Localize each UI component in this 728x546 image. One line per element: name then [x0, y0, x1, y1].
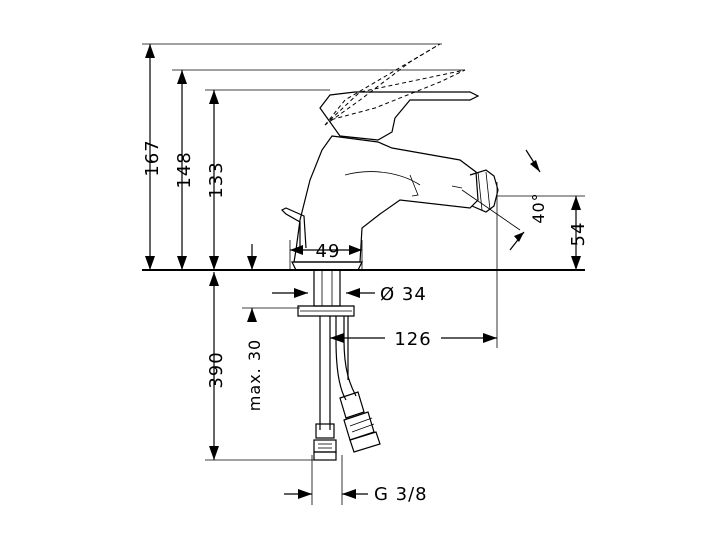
dim-126: 126: [330, 182, 498, 350]
dim-max30: max. 30: [242, 244, 300, 411]
dim-g38-label: G 3/8: [374, 484, 428, 505]
dim-148: 148: [174, 70, 195, 270]
dim-126-label: 126: [394, 329, 431, 350]
dim-49-label: 49: [316, 241, 341, 262]
dim-dia34-label: Ø 34: [380, 284, 427, 305]
dim-390: 390: [205, 272, 330, 461]
dim-390-label: 390: [206, 351, 227, 388]
supply-hoses: [297, 269, 381, 461]
dim-g38: G 3/8: [284, 455, 428, 505]
dim-133-label: 133: [206, 161, 227, 198]
faucet-body: [280, 43, 499, 271]
dim-167: 167: [142, 44, 163, 270]
dim-max30-label: max. 30: [245, 339, 264, 411]
dim-54-label: 54: [568, 222, 589, 247]
dim-54: 54: [497, 195, 589, 270]
dim-167-label: 167: [142, 139, 163, 176]
dim-40deg: 40°: [461, 149, 548, 251]
dim-40deg-label: 40°: [529, 192, 548, 223]
dim-49: 49: [289, 240, 363, 270]
dim-148-label: 148: [174, 151, 195, 188]
dim-133: 133: [206, 90, 227, 270]
dim-dia34: Ø 34: [272, 284, 427, 305]
